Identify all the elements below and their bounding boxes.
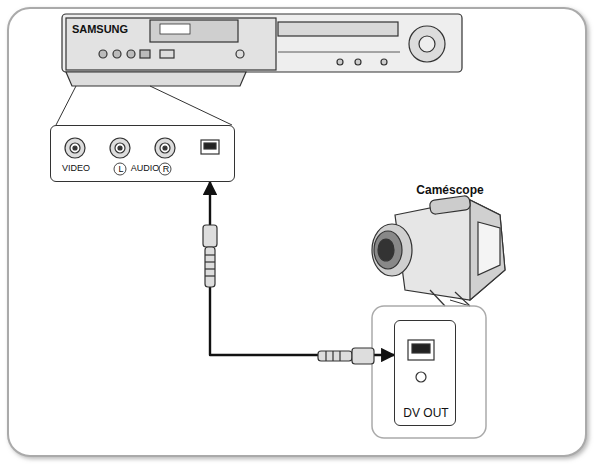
- jack-label: R: [163, 165, 170, 174]
- dv-out-port: [408, 340, 434, 382]
- leader-line: [450, 300, 470, 306]
- jack-panel-callout: VIDEO L AUDIOR: [50, 125, 235, 182]
- port-label: DV OUT: [403, 407, 448, 419]
- port-callout: [372, 306, 486, 438]
- dv-plug: [203, 225, 374, 364]
- device-label: Caméscope: [416, 184, 483, 196]
- brand-logo: SAMSUNG: [72, 24, 128, 35]
- dv-cable: [210, 182, 394, 355]
- jack-label: VIDEO: [62, 164, 90, 173]
- dvd-recorder: [56, 14, 462, 125]
- jack-label: AUDIO: [131, 164, 160, 173]
- frame: [8, 8, 586, 456]
- jack-label: L: [118, 165, 123, 174]
- port-box: DV OUT: [394, 320, 456, 426]
- camcorder: [372, 195, 505, 306]
